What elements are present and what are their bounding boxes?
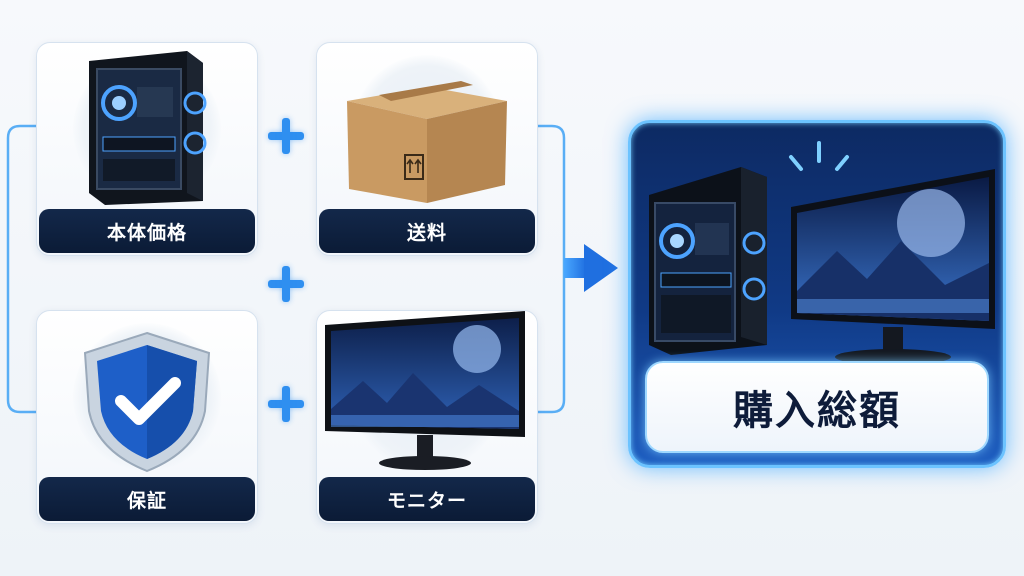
item-label-pc: 本体価格 xyxy=(39,209,255,253)
item-card-warranty: 保証 xyxy=(36,310,258,524)
item-card-monitor: モニター xyxy=(316,310,538,524)
glow-rays-icon xyxy=(789,141,849,171)
total-price-label: 購入総額 xyxy=(645,361,989,453)
pc-tower-icon xyxy=(89,51,207,205)
item-card-shipping: 送料 xyxy=(316,42,538,256)
item-card-pc: 本体価格 xyxy=(36,42,258,256)
arrow-right-icon xyxy=(564,244,618,292)
cardboard-box-icon xyxy=(347,81,507,203)
shield-check-icon xyxy=(83,331,211,473)
item-label-shipping: 送料 xyxy=(319,209,535,253)
left-bracket-line xyxy=(6,124,36,414)
item-label-monitor: モニター xyxy=(319,477,535,521)
plus-icon xyxy=(268,266,304,302)
plus-icon xyxy=(268,386,304,422)
pc-and-monitor-icon xyxy=(649,141,995,365)
monitor-icon xyxy=(325,311,525,470)
plus-icon xyxy=(268,118,304,154)
right-bracket-line xyxy=(538,124,566,414)
total-result-panel: 購入総額 xyxy=(628,120,1006,468)
item-label-warranty: 保証 xyxy=(39,477,255,521)
